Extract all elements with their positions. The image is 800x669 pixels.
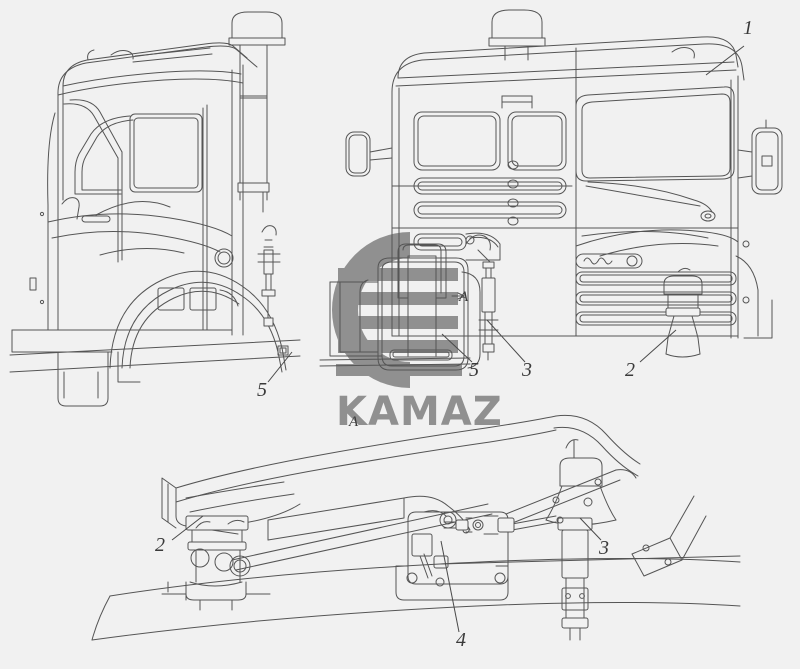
- view-front-cab: [345, 9, 783, 339]
- exhaust-stack-side: [228, 11, 286, 213]
- callout-4-section: 4: [456, 629, 466, 651]
- view-section-a: [91, 414, 741, 641]
- callout-3-section: 3: [599, 537, 609, 559]
- section-marker-a-front: A: [459, 289, 469, 305]
- kamaz-watermark-logo: [332, 232, 462, 388]
- callout-2-front: 2: [625, 359, 635, 381]
- callout-1: 1: [743, 17, 753, 39]
- callout-3-front: 3: [522, 359, 532, 381]
- section-marker-a-bottom: A: [349, 414, 359, 430]
- detail-shock-absorber-front: [451, 234, 499, 361]
- kamaz-wordmark-watermark: KAMAZ: [336, 389, 503, 435]
- exhaust-stack-front: [488, 9, 546, 61]
- callout-5-side: 5: [257, 379, 267, 401]
- detail-mudflap-bracket: [319, 243, 481, 371]
- detail-front-mount-right: [663, 267, 703, 358]
- view-side-cab: [9, 11, 301, 407]
- callout-leader-lines: [171, 45, 745, 633]
- callout-2-section: 2: [155, 534, 165, 556]
- callout-5-detail: 5: [469, 359, 479, 381]
